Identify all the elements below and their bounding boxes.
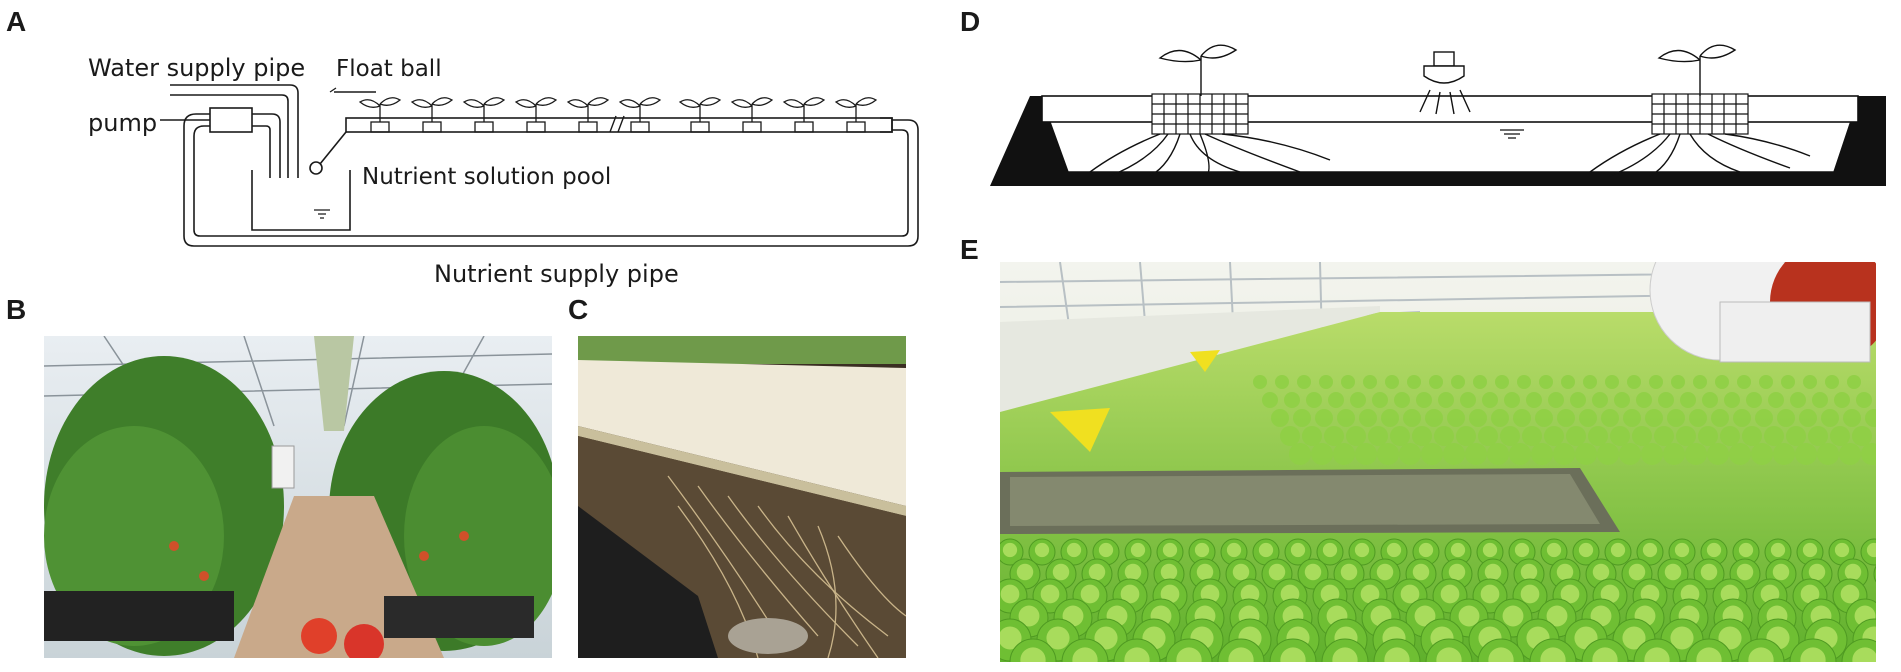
panel-a-schematic: [160, 84, 919, 247]
seedling: [730, 97, 774, 133]
panel-a-letter: A: [6, 6, 27, 37]
water-supply-pipe-label: Water supply pipe: [88, 54, 306, 82]
seedling: [514, 97, 558, 133]
panel-c-letter: C: [568, 294, 589, 325]
panel-e-letter: E: [960, 234, 979, 265]
seedling: [566, 97, 610, 133]
seedling: [782, 97, 826, 133]
panel-c-root-closeup-photo: [578, 336, 906, 658]
seedling: [410, 97, 454, 133]
panel-d-letter: D: [960, 6, 981, 37]
pump-label: pump: [88, 109, 158, 137]
net-pot-grid: [1651, 93, 1749, 135]
net-pot-grid: [1151, 93, 1249, 135]
panel-b-tomato-greenhouse-photo: [44, 336, 552, 658]
nutrient-solution-pool-label: Nutrient solution pool: [362, 164, 612, 190]
nutrient-supply-pipe-label: Nutrient supply pipe: [434, 260, 679, 288]
float-ball-label: Float ball: [336, 56, 442, 82]
seedling: [462, 97, 506, 133]
lettuce-heads: [1000, 375, 1876, 662]
panel-e-lettuce-greenhouse-photo: [1000, 262, 1876, 662]
seedling: [618, 97, 662, 133]
seedling: [678, 97, 722, 133]
panel-b-letter: B: [6, 294, 27, 325]
seedling: [834, 97, 878, 133]
seedling: [358, 97, 402, 133]
